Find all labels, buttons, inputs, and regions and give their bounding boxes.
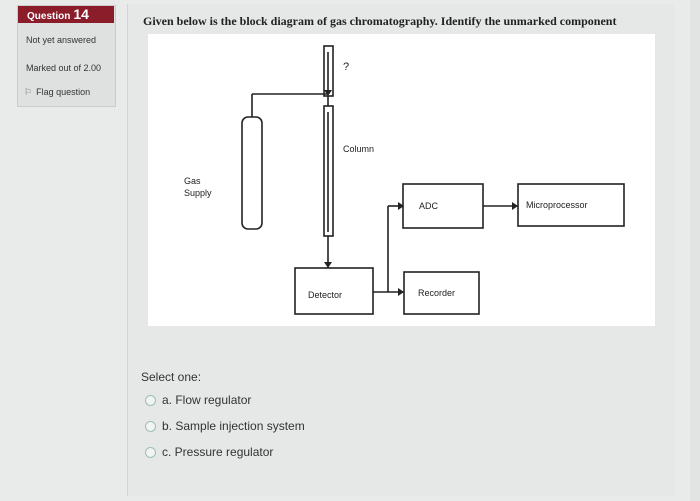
radio-button[interactable]	[145, 421, 156, 433]
option-a[interactable]: a. Flow regulator	[145, 393, 251, 407]
column-label: Column	[343, 144, 374, 154]
radio-button[interactable]	[145, 395, 156, 407]
adc-label: ADC	[419, 201, 439, 211]
microprocessor-label: Microprocessor	[526, 200, 588, 210]
option-c[interactable]: c. Pressure regulator	[145, 445, 273, 459]
question-content: Given below is the block diagram of gas …	[127, 4, 674, 496]
gas-label-2: Supply	[184, 188, 212, 198]
recorder-shape	[403, 271, 480, 315]
question-label: Question	[27, 11, 71, 22]
flag-question-link[interactable]: ⚐Flag question	[24, 87, 90, 98]
microprocessor-shape	[517, 183, 625, 227]
question-number: 14	[73, 6, 89, 22]
radio-button[interactable]	[145, 447, 156, 459]
flag-icon: ⚐	[24, 87, 33, 97]
select-prompt: Select one:	[141, 370, 202, 384]
gas-label-1: Gas	[184, 176, 201, 186]
question-grade: Marked out of 2.00	[26, 63, 102, 73]
recorder-label: Recorder	[418, 288, 455, 298]
detector-shape	[294, 267, 374, 315]
scrollbar[interactable]	[690, 0, 700, 501]
flag-question-label: Flag question	[36, 87, 91, 97]
detector-label: Detector	[308, 290, 342, 300]
gc-block-diagram: Gas Supply ? Column ADC Microprocessor D…	[148, 34, 655, 326]
option-c-label: c. Pressure regulator	[162, 445, 274, 459]
question-text: Given below is the block diagram of gas …	[143, 14, 617, 28]
option-b-label: b. Sample injection system	[162, 419, 305, 433]
question-state: Not yet answered	[26, 35, 97, 45]
diagram-background	[148, 34, 655, 326]
option-a-label: a. Flow regulator	[162, 393, 252, 407]
unknown-label: ?	[343, 61, 349, 73]
option-b[interactable]: b. Sample injection system	[145, 419, 305, 433]
